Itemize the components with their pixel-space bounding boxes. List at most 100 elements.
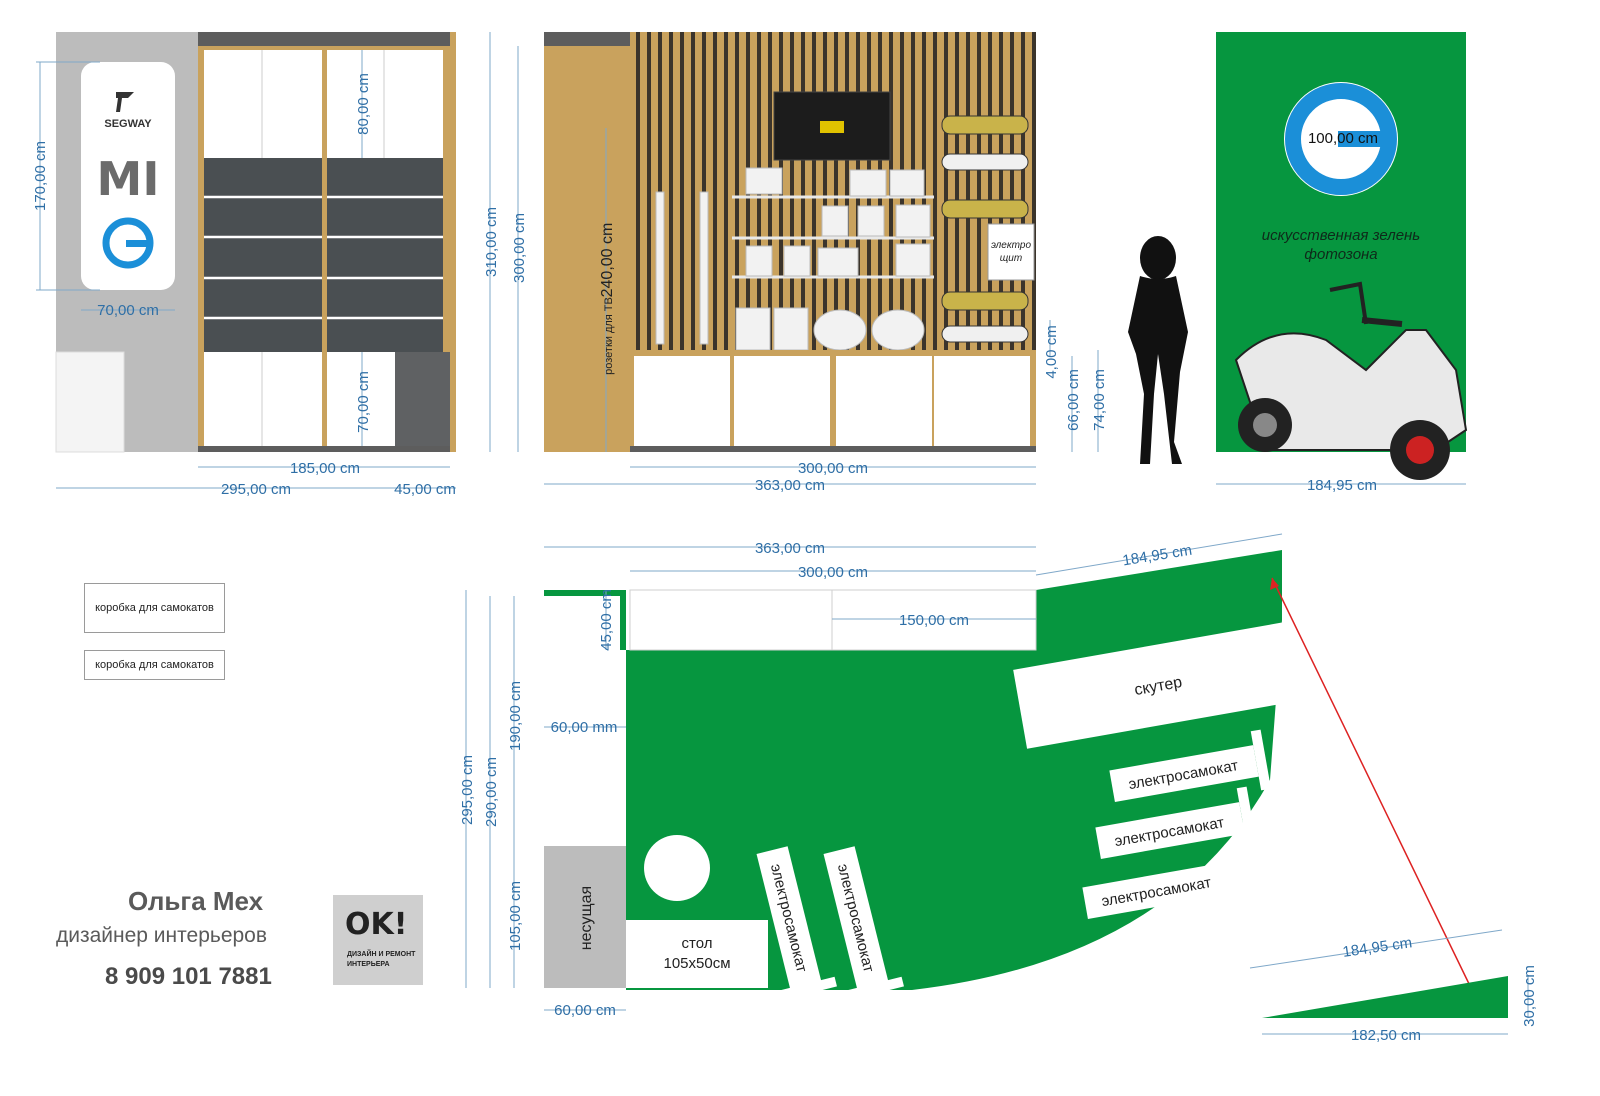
plan-cabinet bbox=[629, 589, 1037, 651]
dim-ramp-top: 184,95 cm bbox=[1342, 934, 1414, 961]
ramp-shape bbox=[1262, 976, 1508, 1018]
slat-gap bbox=[636, 32, 640, 354]
slat-gap bbox=[933, 32, 937, 354]
dim-300-w: 300,00 cm bbox=[798, 460, 868, 477]
dim-ramp-bottom: 182,50 cm bbox=[1351, 1027, 1421, 1044]
dim-295-plan: 295,00 cm bbox=[459, 755, 476, 825]
electrical-panel bbox=[987, 223, 1035, 281]
column-label: несущая bbox=[578, 886, 595, 950]
dim-300-plan: 300,00 cm bbox=[798, 564, 868, 581]
slat-gap bbox=[834, 32, 838, 354]
slat-gap bbox=[999, 32, 1003, 354]
slat-gap bbox=[977, 32, 981, 354]
dim-ramp-height: 30,00 cm bbox=[1521, 965, 1538, 1027]
slat-gap bbox=[1010, 32, 1014, 354]
designer-name: Ольга Мех bbox=[128, 886, 264, 916]
left-shelf-top bbox=[198, 32, 450, 46]
box-label-2: коробка для самокатов bbox=[84, 650, 225, 680]
dim-4: 4,00 cm bbox=[1043, 325, 1060, 378]
red-arrow bbox=[1271, 577, 1473, 991]
slat-gap bbox=[966, 32, 970, 354]
box-label-1: коробка для самокатов bbox=[84, 583, 225, 633]
slat-gap bbox=[845, 32, 849, 354]
left-cab-top-b bbox=[327, 50, 443, 158]
products bbox=[655, 167, 931, 351]
scooter-illustration bbox=[1234, 281, 1468, 480]
dim-70-width: 70,00 cm bbox=[97, 302, 159, 319]
sockets-label: розетки для ТВ bbox=[603, 297, 615, 375]
center-left-panel bbox=[544, 32, 630, 452]
dim-363-elev: 363,00 cm bbox=[755, 477, 825, 494]
dim-295-left: 295,00 cm bbox=[221, 481, 291, 498]
left-cab-bottom-b bbox=[327, 352, 395, 446]
dim-60cm: 60,00 cm bbox=[554, 1002, 616, 1019]
round-stool bbox=[644, 835, 710, 901]
table bbox=[626, 920, 768, 988]
dim-45-plan: 45,00 cm bbox=[598, 589, 615, 651]
right-elevation: 100,00 cm искусственная зелень фотозона … bbox=[1216, 32, 1468, 494]
slat-gap bbox=[790, 32, 794, 354]
dim-240: 240,00 cm bbox=[599, 223, 616, 298]
dim-290: 290,00 cm bbox=[483, 757, 500, 827]
ok-logo-text: OK! bbox=[345, 907, 408, 942]
dim-74: 74,00 cm bbox=[1091, 369, 1108, 431]
dim-70-height: 70,00 cm bbox=[355, 371, 372, 433]
slat-gap bbox=[988, 32, 992, 354]
center-shelves bbox=[732, 195, 934, 279]
panel-label-2: щит bbox=[1000, 253, 1022, 264]
panel-label-1: электро bbox=[991, 240, 1032, 251]
segway-logo: SEGWAY bbox=[104, 92, 152, 130]
ok-logo: OK! ДИЗАЙН И РЕМОНТ ИНТЕРЬЕРА bbox=[333, 895, 423, 985]
center-elevation: электро щит 310,00 cm 300,00 cm 240,00 c… bbox=[483, 32, 1108, 494]
designer-role: дизайнер интерьеров bbox=[56, 924, 268, 947]
dim-150: 150,00 cm bbox=[899, 612, 969, 629]
designer-phone: 8 909 101 7881 bbox=[105, 963, 272, 990]
slat-gap bbox=[955, 32, 959, 354]
slat-gap bbox=[823, 32, 827, 354]
dim-190: 190,00 cm bbox=[507, 681, 524, 751]
dim-184-elev: 184,95 cm bbox=[1307, 477, 1377, 494]
logo-panel bbox=[81, 62, 175, 290]
woman-silhouette bbox=[1128, 236, 1188, 464]
slat-gap bbox=[1021, 32, 1025, 354]
plan-scooter: скутер bbox=[1013, 621, 1303, 749]
dim-184-plan: 184,95 cm bbox=[1121, 542, 1193, 570]
dim-60mm: 60,00 mm bbox=[551, 719, 618, 736]
left-cab-top-a bbox=[204, 50, 322, 158]
slat-gap bbox=[669, 32, 673, 354]
segway-text: SEGWAY bbox=[104, 118, 152, 130]
load-bearing-column bbox=[544, 846, 626, 988]
ok-logo-sub1: ДИЗАЙН И РЕМОНТ bbox=[347, 951, 416, 958]
slat-gap bbox=[1032, 32, 1036, 354]
dim-170: 170,00 cm bbox=[32, 141, 49, 211]
table-label-1: стол bbox=[682, 935, 713, 952]
slat-gap bbox=[944, 32, 948, 354]
left-dark-b bbox=[327, 158, 443, 352]
hoverboards bbox=[941, 115, 1029, 343]
slat-gap bbox=[647, 32, 651, 354]
dim-45-left: 45,00 cm bbox=[394, 481, 456, 498]
slat-gap bbox=[713, 32, 717, 354]
dim-100: 100,00 cm bbox=[1308, 130, 1378, 147]
slat-gap bbox=[735, 32, 739, 354]
left-cab-bottom-a bbox=[204, 352, 322, 446]
slat-gap bbox=[680, 32, 684, 354]
ramp: 184,95 cm 182,50 cm 30,00 cm bbox=[1249, 929, 1538, 1044]
floor-plan: несущая стол 105х50см скутер электросамо… bbox=[459, 533, 1473, 1019]
left-low-box bbox=[55, 351, 125, 453]
slat-gap bbox=[724, 32, 728, 354]
brand-g-logo-small bbox=[102, 217, 154, 269]
slat-gap bbox=[691, 32, 695, 354]
dim-105: 105,00 cm bbox=[507, 881, 524, 951]
slat-gap bbox=[812, 32, 816, 354]
mi-logo: MI bbox=[97, 152, 160, 206]
dim-80: 80,00 cm bbox=[355, 73, 372, 135]
green-label-1: искусственная зелень bbox=[1262, 227, 1420, 244]
dim-300-h: 300,00 cm bbox=[511, 213, 528, 283]
green-label-2: фотозона bbox=[1304, 246, 1377, 263]
ok-logo-sub2: ИНТЕРЬЕРА bbox=[347, 961, 390, 968]
left-dark-a bbox=[204, 158, 322, 352]
dim-185: 185,00 cm bbox=[290, 460, 360, 477]
slat-gap bbox=[801, 32, 805, 354]
